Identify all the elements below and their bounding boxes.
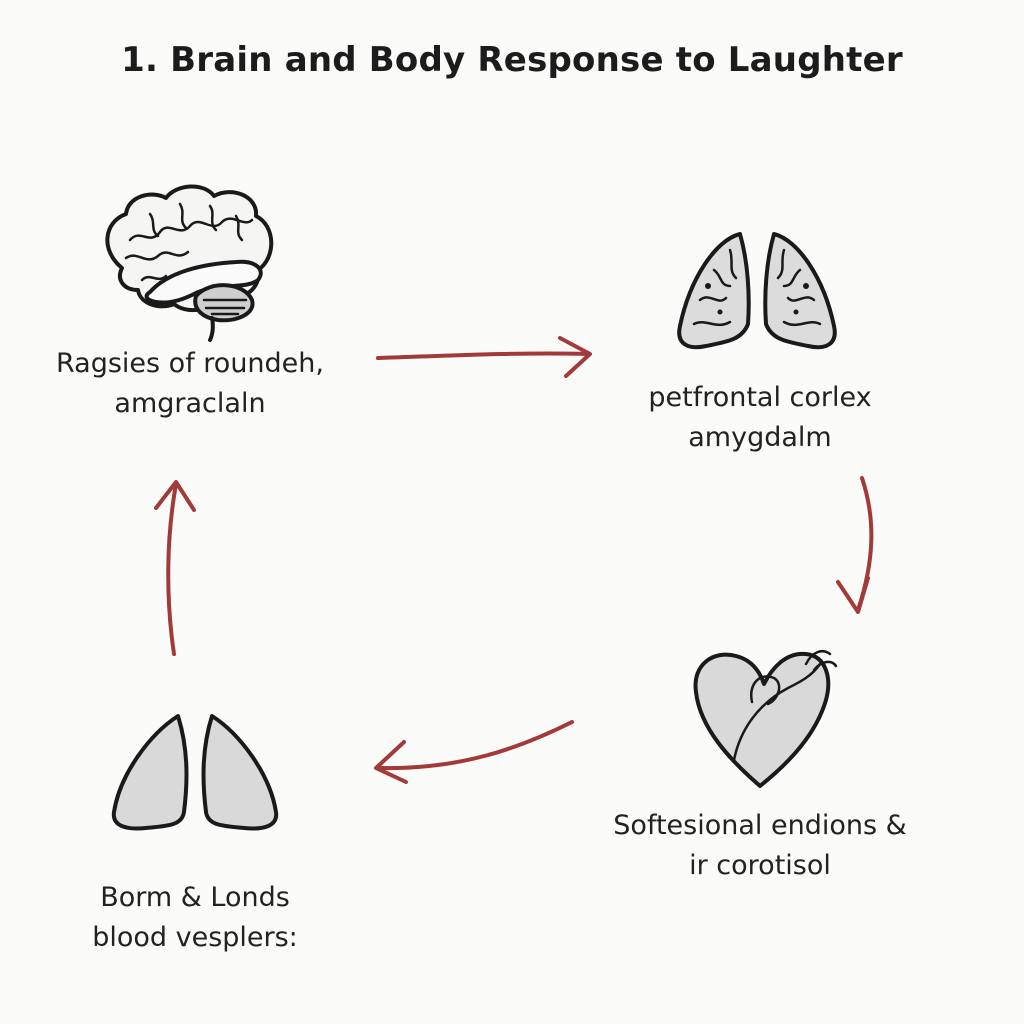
heart-icon	[693, 650, 838, 788]
diagram-title: 1. Brain and Body Response to Laughter	[121, 40, 903, 80]
brain-label-line-1: Ragsies of roundeh,	[56, 348, 324, 379]
lungs-label-line-1: Borm & Londs	[100, 882, 290, 913]
brain-label: Ragsies of roundeh, amgraclaln	[30, 344, 350, 424]
organ-icon	[677, 232, 837, 350]
arrow-prefrontal-to-heart	[836, 476, 874, 614]
arrow-heart-to-lungs	[374, 720, 574, 784]
prefrontal-label-line-2: amygdalm	[688, 422, 832, 453]
heart-label-line-2: ir corotisol	[689, 850, 831, 881]
brain-label-line-2: amgraclaln	[114, 388, 266, 419]
lungs-label-line-2: blood vesplers:	[92, 922, 298, 953]
lungs-icon	[111, 714, 279, 831]
prefrontal-label-line-1: petfrontal corlex	[648, 382, 872, 413]
lungs-label: Borm & Londs blood vesplers:	[60, 878, 330, 958]
prefrontal-label: petfrontal corlex amygdalm	[610, 378, 910, 458]
arrow-brain-to-prefrontal	[376, 336, 592, 378]
brain-icon	[105, 184, 274, 342]
heart-label-line-1: Softesional endions &	[613, 810, 907, 841]
arrow-lungs-to-brain	[154, 480, 196, 656]
heart-label: Softesional endions & ir corotisol	[580, 806, 940, 886]
